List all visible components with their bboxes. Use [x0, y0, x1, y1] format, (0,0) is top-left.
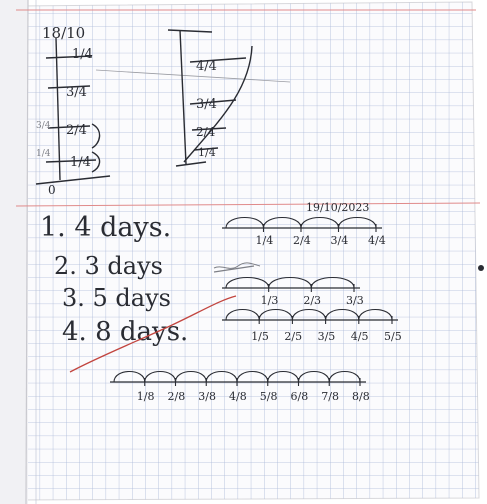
hop-arc: [291, 308, 327, 321]
fraction-label: 2/8: [168, 390, 186, 403]
fraction-label: 2/4: [293, 234, 311, 247]
hop-arc: [310, 277, 355, 289]
tr-tick-label: 3/4: [196, 97, 217, 112]
red-ink-line: [69, 295, 237, 373]
fraction-label: 3/4: [331, 234, 349, 247]
problem-2: 2. 3 days: [54, 252, 163, 280]
fraction-label: 5/8: [260, 390, 278, 403]
hop-arc: [328, 370, 361, 383]
hop-arc: [174, 370, 207, 383]
tl-tick-label: 1/4: [70, 155, 91, 170]
hop-arc: [113, 370, 146, 383]
fraction-label: 4/5: [351, 330, 369, 343]
tl-tick-label: 3/4: [66, 85, 87, 100]
tr-tick-label: 4/4: [196, 59, 217, 74]
tr-tick-label: 2/4: [196, 125, 216, 139]
problem-list: 1. 4 days. 2. 3 days 3. 5 days 4. 8 days…: [40, 212, 188, 347]
fraction-label: 7/8: [321, 390, 339, 403]
date-top: 18/10: [42, 24, 85, 42]
zero-label: 0: [48, 183, 56, 197]
tr-tick-label: 1/4: [198, 146, 216, 159]
grid-paper: [16, 2, 479, 500]
hop-arc: [225, 217, 265, 229]
fraction-label: 4/4: [368, 234, 386, 247]
fraction-label: 3/5: [318, 330, 336, 343]
hop-arc: [358, 308, 393, 321]
tl-left-mark: 1/4: [36, 149, 51, 159]
problem-4: 4. 8 days.: [62, 317, 188, 347]
tl-tick-label: 1/4: [72, 47, 93, 62]
hop-arc: [262, 217, 302, 229]
top-left-diagram: 18/10 1/4 3/4 2/4 1/4 3/4 1/4 0: [35, 24, 291, 197]
hop-arc: [225, 277, 270, 289]
hop-arc: [258, 308, 293, 321]
fraction-label: 1/4: [256, 234, 274, 247]
fraction-label: 6/8: [291, 390, 309, 403]
date-bottom: 19/10/2023: [306, 201, 369, 214]
margin-line: [15, 202, 481, 207]
fraction-label: 2/3: [303, 294, 321, 307]
tl-left-mark: 3/4: [36, 121, 51, 131]
problem-3: 3. 5 days: [62, 284, 171, 312]
page-edge: [0, 0, 28, 504]
hop-arc: [225, 308, 260, 321]
fraction-label: 5/5: [384, 330, 402, 343]
hop-arc: [205, 370, 238, 383]
fraction-label: 4/8: [229, 390, 247, 403]
fraction-label: 1/8: [137, 390, 155, 403]
hop-arc: [297, 370, 330, 383]
fraction-label: 1/5: [251, 330, 269, 343]
fraction-label: 1/3: [261, 294, 279, 307]
hop-arc: [300, 217, 340, 229]
top-right-diagram: 4/4 3/4 2/4 1/4: [167, 29, 253, 167]
tl-tick-label: 2/4: [66, 123, 87, 138]
problem-1: 1. 4 days.: [40, 212, 171, 243]
fraction-label: 8/8: [352, 390, 370, 403]
fraction-label: 3/8: [198, 390, 216, 403]
hop-arc: [144, 370, 177, 383]
fraction-label: 2/5: [284, 330, 302, 343]
hop-arc: [236, 370, 269, 383]
fraction-label: 3/3: [346, 294, 364, 307]
number-lines: 1/4 2/4 3/4 4/4 1/3 2/3 3/3 1/5 2/5 3/5 4/5 5/5 1/8 2…: [110, 217, 402, 403]
hop-arc: [337, 217, 377, 229]
hop-arc: [325, 308, 360, 321]
hop-arc: [268, 277, 312, 289]
hop-arc: [267, 370, 300, 383]
